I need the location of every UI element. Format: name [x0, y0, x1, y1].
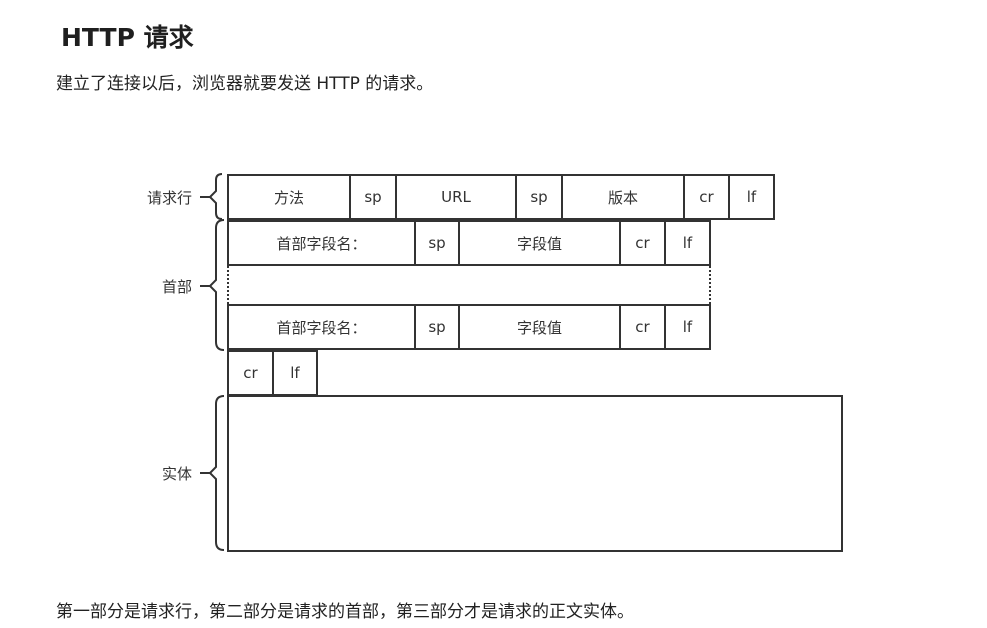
cell-lf: lf — [728, 174, 775, 220]
cell-field-value: 字段值 — [458, 220, 621, 266]
intro-paragraph: 建立了连接以后，浏览器就要发送 HTTP 的请求。 — [56, 74, 434, 94]
cell-cr: cr — [619, 220, 666, 266]
cell-lf: lf — [664, 304, 711, 350]
cell-field-name: 首部字段名： — [227, 304, 416, 350]
cell-sp: sp — [515, 174, 563, 220]
request-line-brace — [208, 173, 223, 220]
cell-sp: sp — [414, 304, 460, 350]
summary-paragraph: 第一部分是请求行，第二部分是请求的首部，第三部分才是请求的正文实体。 — [56, 602, 634, 622]
body-box — [227, 395, 843, 552]
ellipsis-right — [709, 266, 711, 304]
page-title: HTTP 请求 — [61, 23, 194, 52]
cell-field-value: 字段值 — [458, 304, 621, 350]
cell-cr: cr — [619, 304, 666, 350]
cell-lf: lf — [272, 350, 318, 396]
headers-brace — [208, 219, 225, 351]
cell-version: 版本 — [561, 174, 685, 220]
cell-sp: sp — [414, 220, 460, 266]
label-body: 实体 — [162, 465, 193, 483]
ellipsis-left — [227, 266, 229, 304]
cell-cr: cr — [683, 174, 730, 220]
cell-lf: lf — [664, 220, 711, 266]
body-brace — [208, 395, 225, 551]
cell-url: URL — [395, 174, 517, 220]
cell-field-name: 首部字段名： — [227, 220, 416, 266]
cell-sp: sp — [349, 174, 397, 220]
cell-cr: cr — [227, 350, 274, 396]
label-request-line: 请求行 — [147, 189, 193, 207]
label-headers: 首部 — [162, 278, 193, 296]
cell-method: 方法 — [227, 174, 351, 220]
